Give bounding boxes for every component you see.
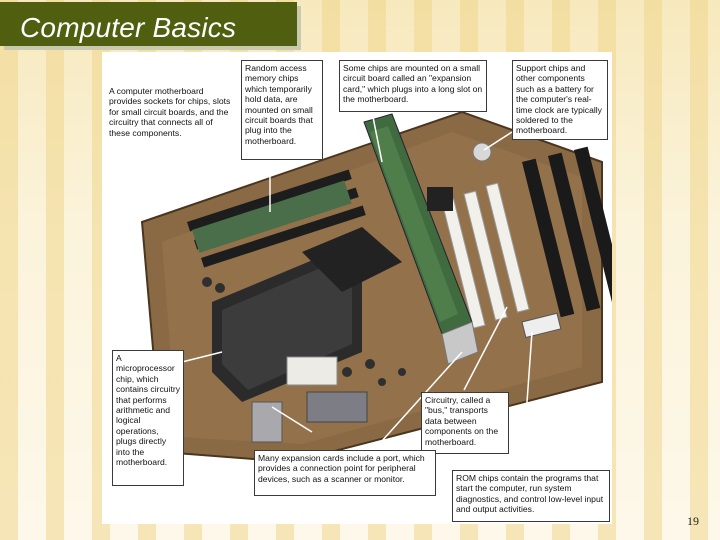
chipset [427,187,453,211]
callout-bus: Circuitry, called a "bus," transports da… [421,392,509,454]
motherboard-figure: A computer motherboard provides sockets … [102,52,612,524]
card-bracket [441,321,479,365]
callout-support-chips: Support chips and other components such … [512,60,608,140]
battery-icon [472,142,492,162]
title-banner: Computer Basics [0,2,297,46]
pci-slots [441,182,530,329]
cpu-fan [302,227,402,292]
callout-port: Many expansion cards include a port, whi… [254,450,436,496]
power-connector [286,356,338,386]
callout-expansion-card: Some chips are mounted on a small circui… [339,60,487,112]
isa-slots [522,146,612,318]
ram-module [192,180,352,253]
callout-rom: ROM chips contain the programs that star… [452,470,610,522]
slide-title: Computer Basics [20,12,237,43]
rom-chip [521,312,562,339]
callout-ram: Random access memory chips which tempora… [241,60,323,160]
callout-motherboard: A computer motherboard provides sockets … [106,84,238,154]
motherboard-illustration [140,110,612,473]
callout-microprocessor: A microprocessor chip, which contains ci… [112,350,184,486]
capacitors [202,277,406,386]
io-ports [306,391,368,423]
port-shield [251,401,283,443]
page-number: 19 [687,514,699,528]
